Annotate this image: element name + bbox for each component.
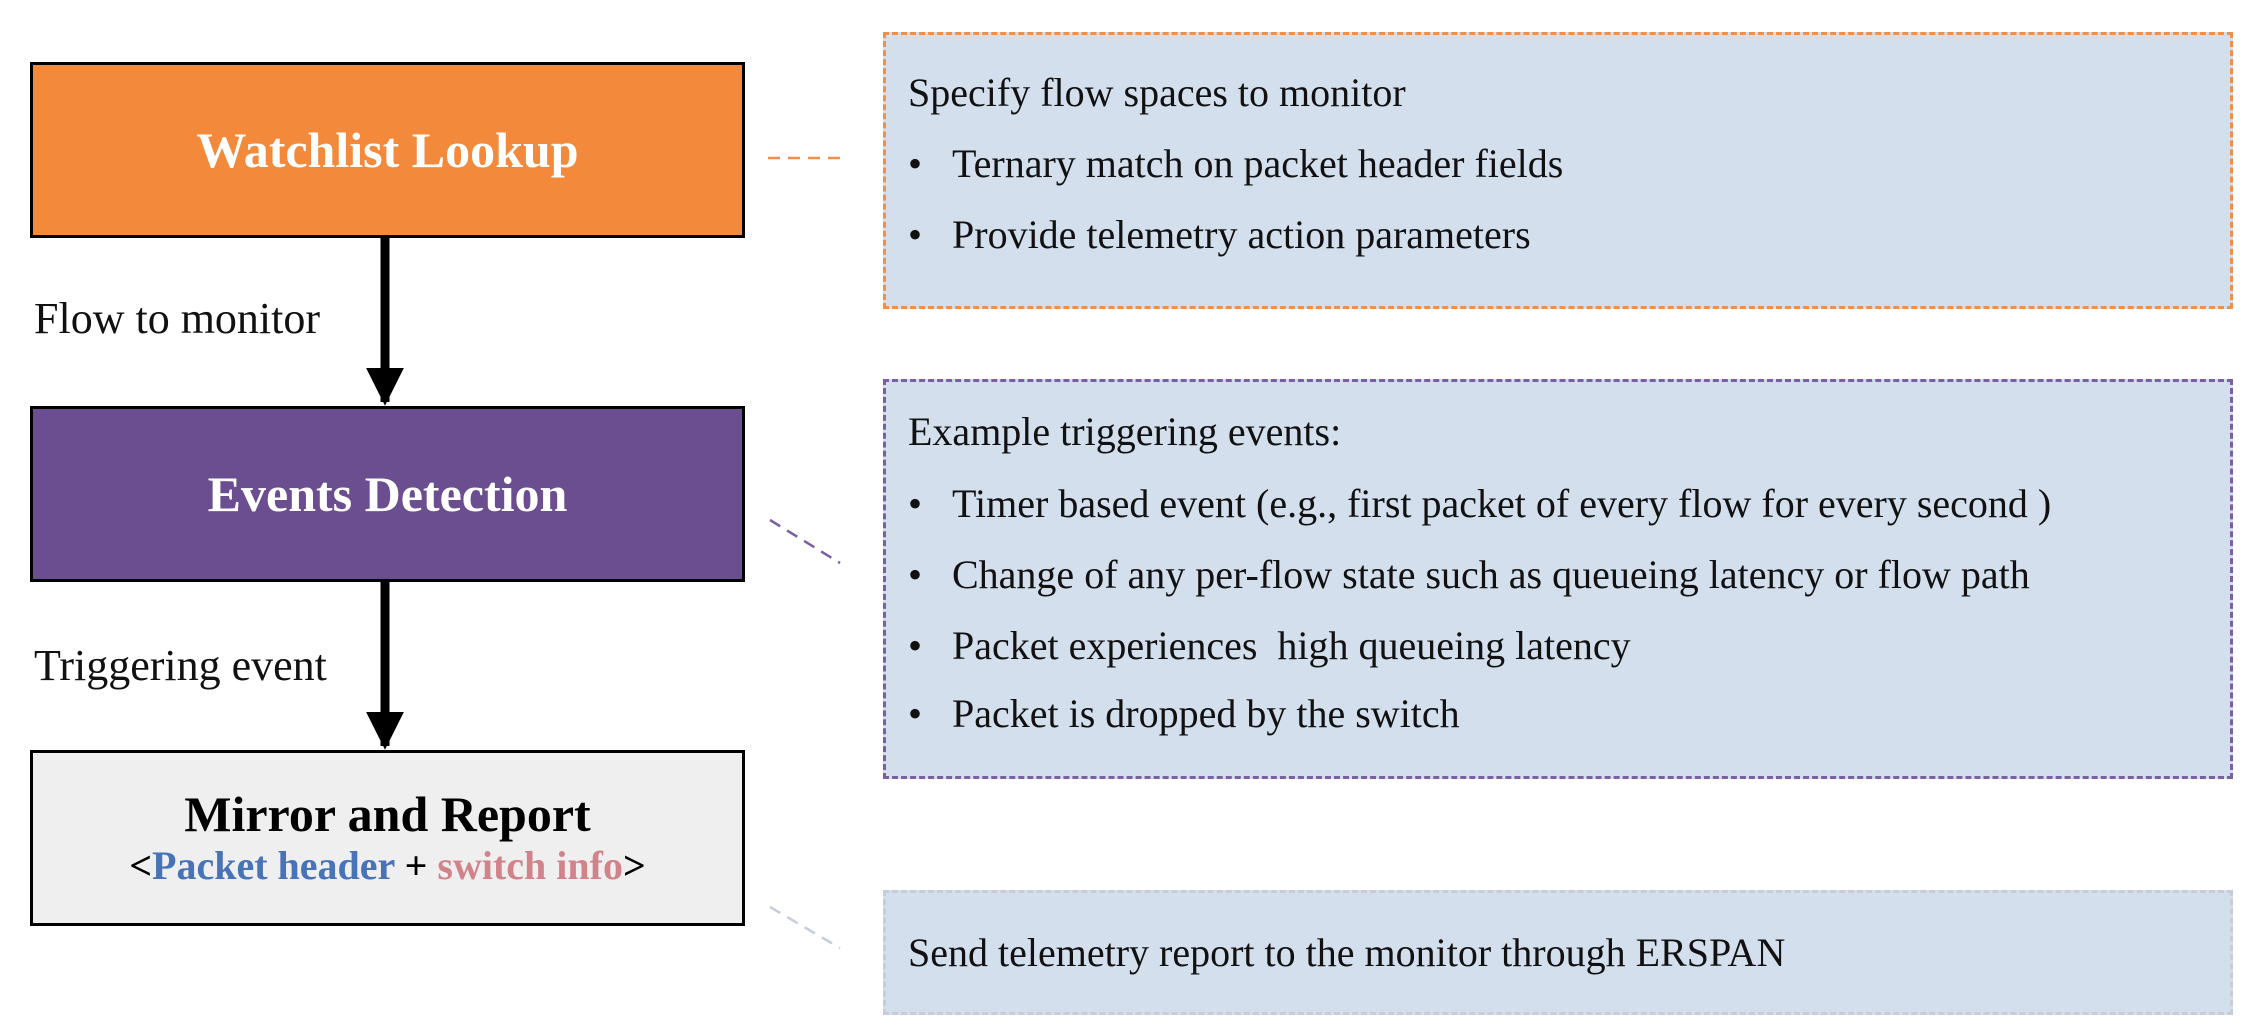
watchlist-lookup-title: Watchlist Lookup <box>196 122 579 178</box>
events-detection-stage: Events Detection <box>30 406 745 582</box>
watchlist-note-item: Provide telemetry action parameters <box>908 215 2208 256</box>
packet-header-label: Packet header <box>152 842 395 888</box>
subtitle-open-bracket: < <box>129 842 153 888</box>
switch-info-label: switch info <box>437 842 623 888</box>
edge-label-flow-to-monitor: Flow to monitor <box>34 294 321 343</box>
mirror-and-report-title: Mirror and Report <box>184 785 591 842</box>
events-note-heading: Example triggering events: <box>908 409 1342 454</box>
report-note-text: Send telemetry report to the monitor thr… <box>908 929 1786 975</box>
watchlist-lookup-stage: Watchlist Lookup <box>30 62 745 238</box>
leader-mirror-note <box>769 905 841 950</box>
mirror-and-report-stage: Mirror and Report <Packet header + switc… <box>30 750 745 926</box>
leader-events-note <box>769 518 841 565</box>
events-note-item: Packet is dropped by the switch <box>908 694 2208 735</box>
watchlist-note-heading: Specify flow spaces to monitor <box>908 70 1406 115</box>
events-note: Example triggering events: Timer based e… <box>883 379 2233 779</box>
subtitle-plus: + <box>394 842 438 888</box>
watchlist-note: Specify flow spaces to monitor Ternary m… <box>883 32 2233 309</box>
events-note-item: Timer based event (e.g., first packet of… <box>908 484 2208 525</box>
events-note-item: Packet experiences high queueing latency <box>908 626 2208 667</box>
watchlist-note-list: Ternary match on packet header fields Pr… <box>908 144 2208 256</box>
mirror-and-report-subtitle: <Packet header + switch info> <box>129 842 646 890</box>
report-note: Send telemetry report to the monitor thr… <box>883 890 2233 1015</box>
events-note-item: Change of any per-flow state such as que… <box>908 555 2208 596</box>
events-detection-title: Events Detection <box>207 466 568 522</box>
subtitle-close-bracket: > <box>622 842 646 888</box>
edge-label-triggering-event: Triggering event <box>34 641 327 690</box>
events-note-list: Timer based event (e.g., first packet of… <box>908 484 2208 735</box>
watchlist-note-item: Ternary match on packet header fields <box>908 144 2208 185</box>
